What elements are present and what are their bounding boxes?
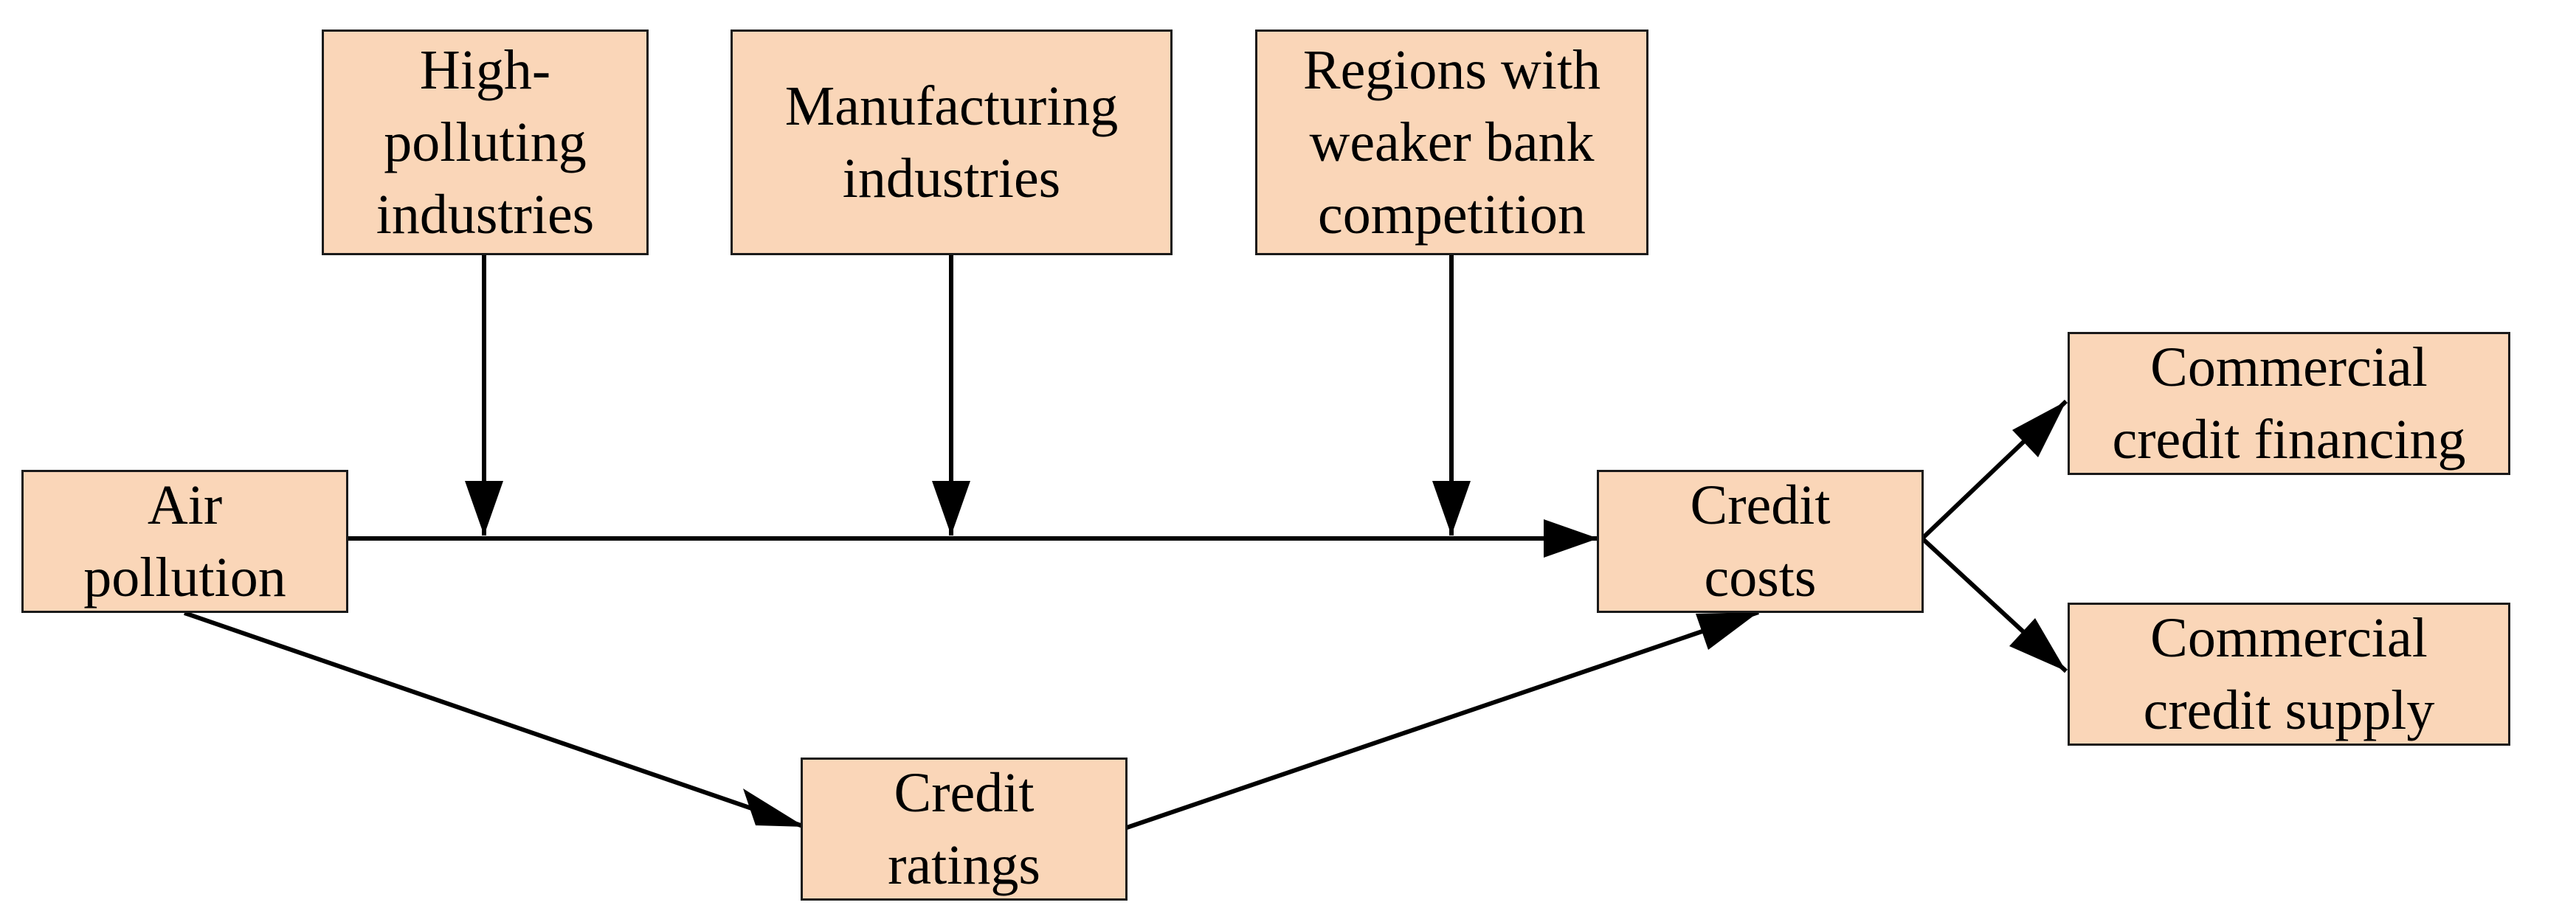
- commercial-credit-supply-box: Commercial credit supply: [2068, 603, 2510, 746]
- air-pollution-box: Air pollution: [21, 470, 348, 613]
- edge-credit-ratings-to-credit-costs: [1126, 610, 1759, 830]
- manufacturing-industries-box: Manufacturing industries: [731, 30, 1173, 255]
- arrowhead-main: [1544, 519, 1598, 558]
- air-pollution-label: Air pollution: [83, 474, 286, 609]
- arrowhead-credit-ratings: [743, 788, 805, 827]
- commercial-credit-supply-label: Commercial credit supply: [2143, 607, 2435, 741]
- arrowhead-commercial-financing: [2012, 401, 2066, 457]
- arrowhead-weaker-bank: [1432, 481, 1471, 535]
- commercial-credit-financing-label: Commercial credit financing: [2112, 336, 2466, 471]
- credit-costs-box: Credit costs: [1597, 470, 1924, 613]
- weaker-bank-competition-label: Regions with weaker bank competition: [1302, 39, 1601, 246]
- commercial-credit-financing-box: Commercial credit financing: [2068, 332, 2510, 475]
- arrowhead-commercial-supply: [2009, 618, 2066, 671]
- edge-air-pollution-to-credit-ratings: [184, 611, 806, 829]
- arrowhead-credit-costs-from-ratings: [1696, 612, 1758, 650]
- arrowhead-high-polluting: [465, 481, 503, 535]
- arrowhead-manufacturing: [932, 481, 970, 535]
- weaker-bank-competition-box: Regions with weaker bank competition: [1255, 30, 1648, 255]
- manufacturing-industries-label: Manufacturing industries: [784, 75, 1119, 209]
- credit-costs-label: Credit costs: [1690, 474, 1831, 609]
- high-polluting-industries-label: High-polluting industries: [376, 39, 595, 246]
- high-polluting-industries-box: High-polluting industries: [322, 30, 649, 255]
- credit-ratings-box: Credit ratings: [801, 758, 1128, 901]
- credit-ratings-label: Credit ratings: [888, 762, 1040, 896]
